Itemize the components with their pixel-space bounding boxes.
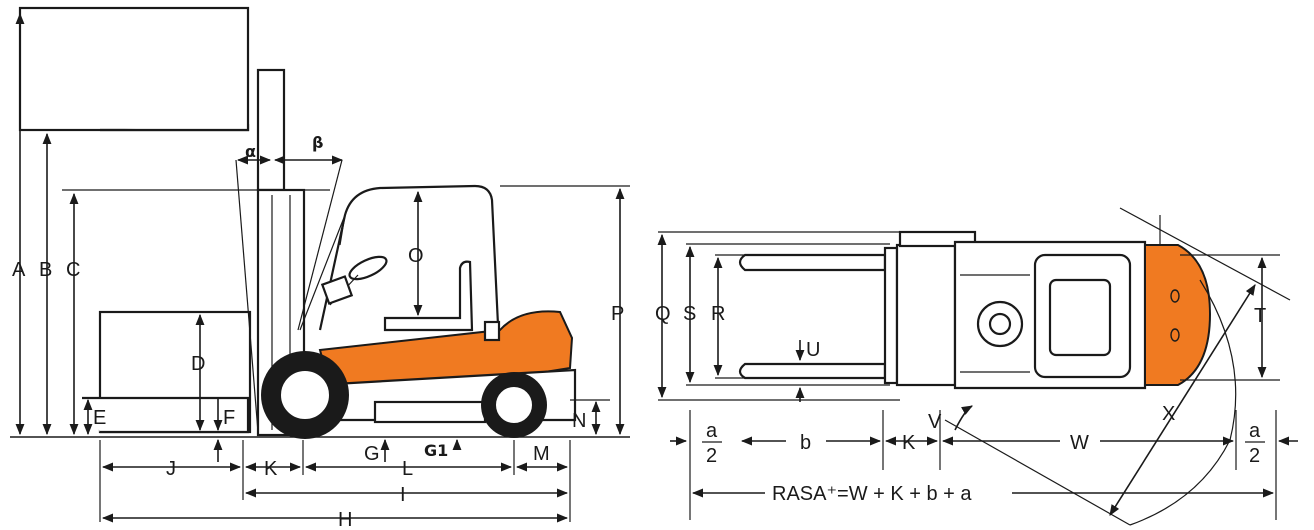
label-K: K (264, 458, 278, 480)
label-V: V (928, 411, 942, 433)
label-B: B (39, 259, 52, 281)
label-A: A (12, 259, 26, 281)
label-U: U (806, 339, 820, 361)
label-R: R (711, 303, 725, 325)
label-F: F (223, 407, 235, 429)
side-view: A B C D E F O P N G G1 J K L M I H α β (10, 6, 630, 530)
label-rasa: RASA⁺=W + K + b + a (772, 483, 972, 505)
cabin-frame (318, 184, 500, 331)
label-Q: Q (655, 303, 671, 325)
top-fork-upper (738, 253, 887, 272)
label-O: O (408, 245, 424, 267)
label-alpha: α (245, 142, 256, 161)
label-a-right-den: 2 (1249, 445, 1260, 467)
label-K-top: K (902, 432, 916, 454)
label-J: J (166, 458, 176, 480)
top-carriage (883, 246, 899, 385)
label-W: W (1070, 432, 1089, 454)
label-D: D (191, 353, 205, 375)
label-T: T (1254, 305, 1266, 327)
top-counterweight (1144, 244, 1212, 386)
raised-fork (100, 124, 250, 132)
label-H: H (338, 509, 352, 530)
label-C: C (66, 259, 80, 281)
top-fork-lower (738, 362, 887, 380)
steering-wheel (348, 255, 388, 281)
label-beta: β (312, 133, 323, 152)
label-a-right-num: a (1249, 420, 1261, 442)
label-L: L (402, 458, 413, 480)
label-a-left-den: 2 (706, 445, 717, 467)
raised-load (18, 6, 250, 132)
lowered-fork (82, 396, 250, 434)
dim-X (1109, 284, 1256, 516)
label-a-left-num: a (706, 420, 718, 442)
label-P: P (611, 303, 624, 325)
label-G1: G1 (424, 441, 448, 460)
dim-V (954, 405, 973, 431)
label-I: I (400, 484, 406, 506)
seat (383, 260, 474, 332)
label-M: M (533, 443, 550, 465)
label-G: G (364, 443, 380, 465)
top-view: Q S R U T X V K W b a 2 a 2 RASA⁺=W + K … (655, 207, 1298, 526)
label-N: N (572, 410, 586, 432)
label-X: X (1162, 403, 1175, 425)
label-S: S (683, 303, 696, 325)
label-E: E (93, 407, 106, 429)
label-b: b (800, 432, 811, 454)
mast-extension (256, 68, 286, 192)
